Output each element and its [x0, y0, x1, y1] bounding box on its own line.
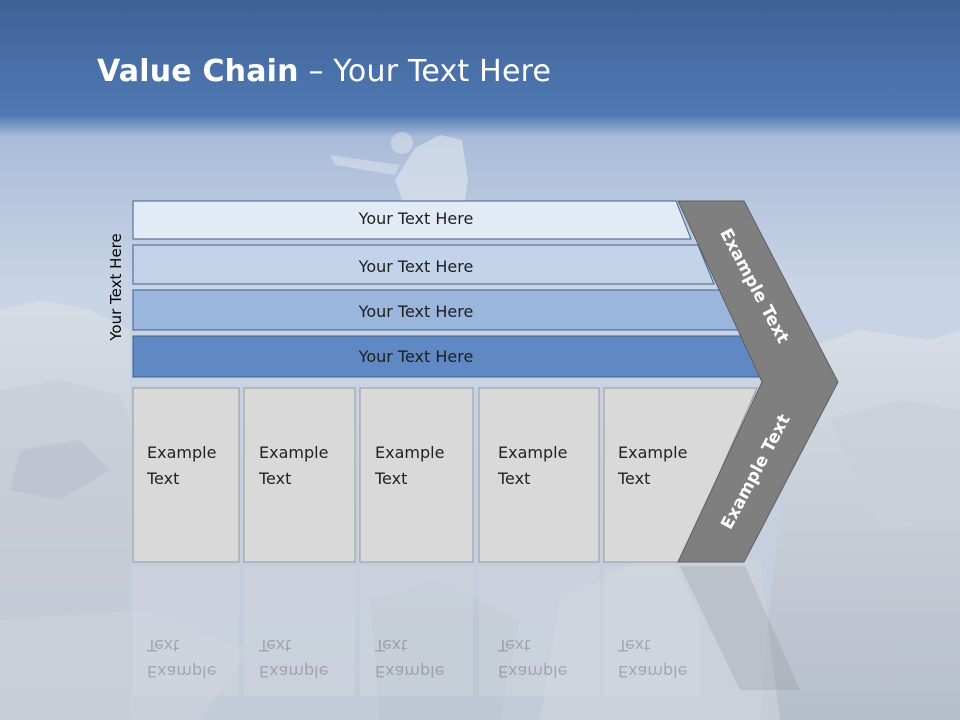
bar-label-4: Your Text Here [358, 347, 474, 366]
title-bold: Value Chain [97, 54, 299, 89]
margin-chevron [677, 200, 839, 563]
side-label: Your Text Here [107, 233, 125, 341]
activity-column-3 [359, 387, 474, 563]
title-rest: – Your Text Here [298, 54, 552, 89]
bar-label-1: Your Text Here [358, 209, 474, 228]
support-bar-2 [132, 244, 715, 285]
activity-column-2 [243, 387, 356, 563]
support-bar-1 [132, 200, 692, 240]
activity-column-4 [478, 387, 600, 563]
activity-column-1 [132, 387, 240, 563]
columns-reflection [133, 566, 800, 696]
bar-label-3: Your Text Here [358, 302, 474, 321]
slide-title: Value Chain – Your Text Here [97, 54, 551, 89]
bar-label-2: Your Text Here [358, 257, 474, 276]
